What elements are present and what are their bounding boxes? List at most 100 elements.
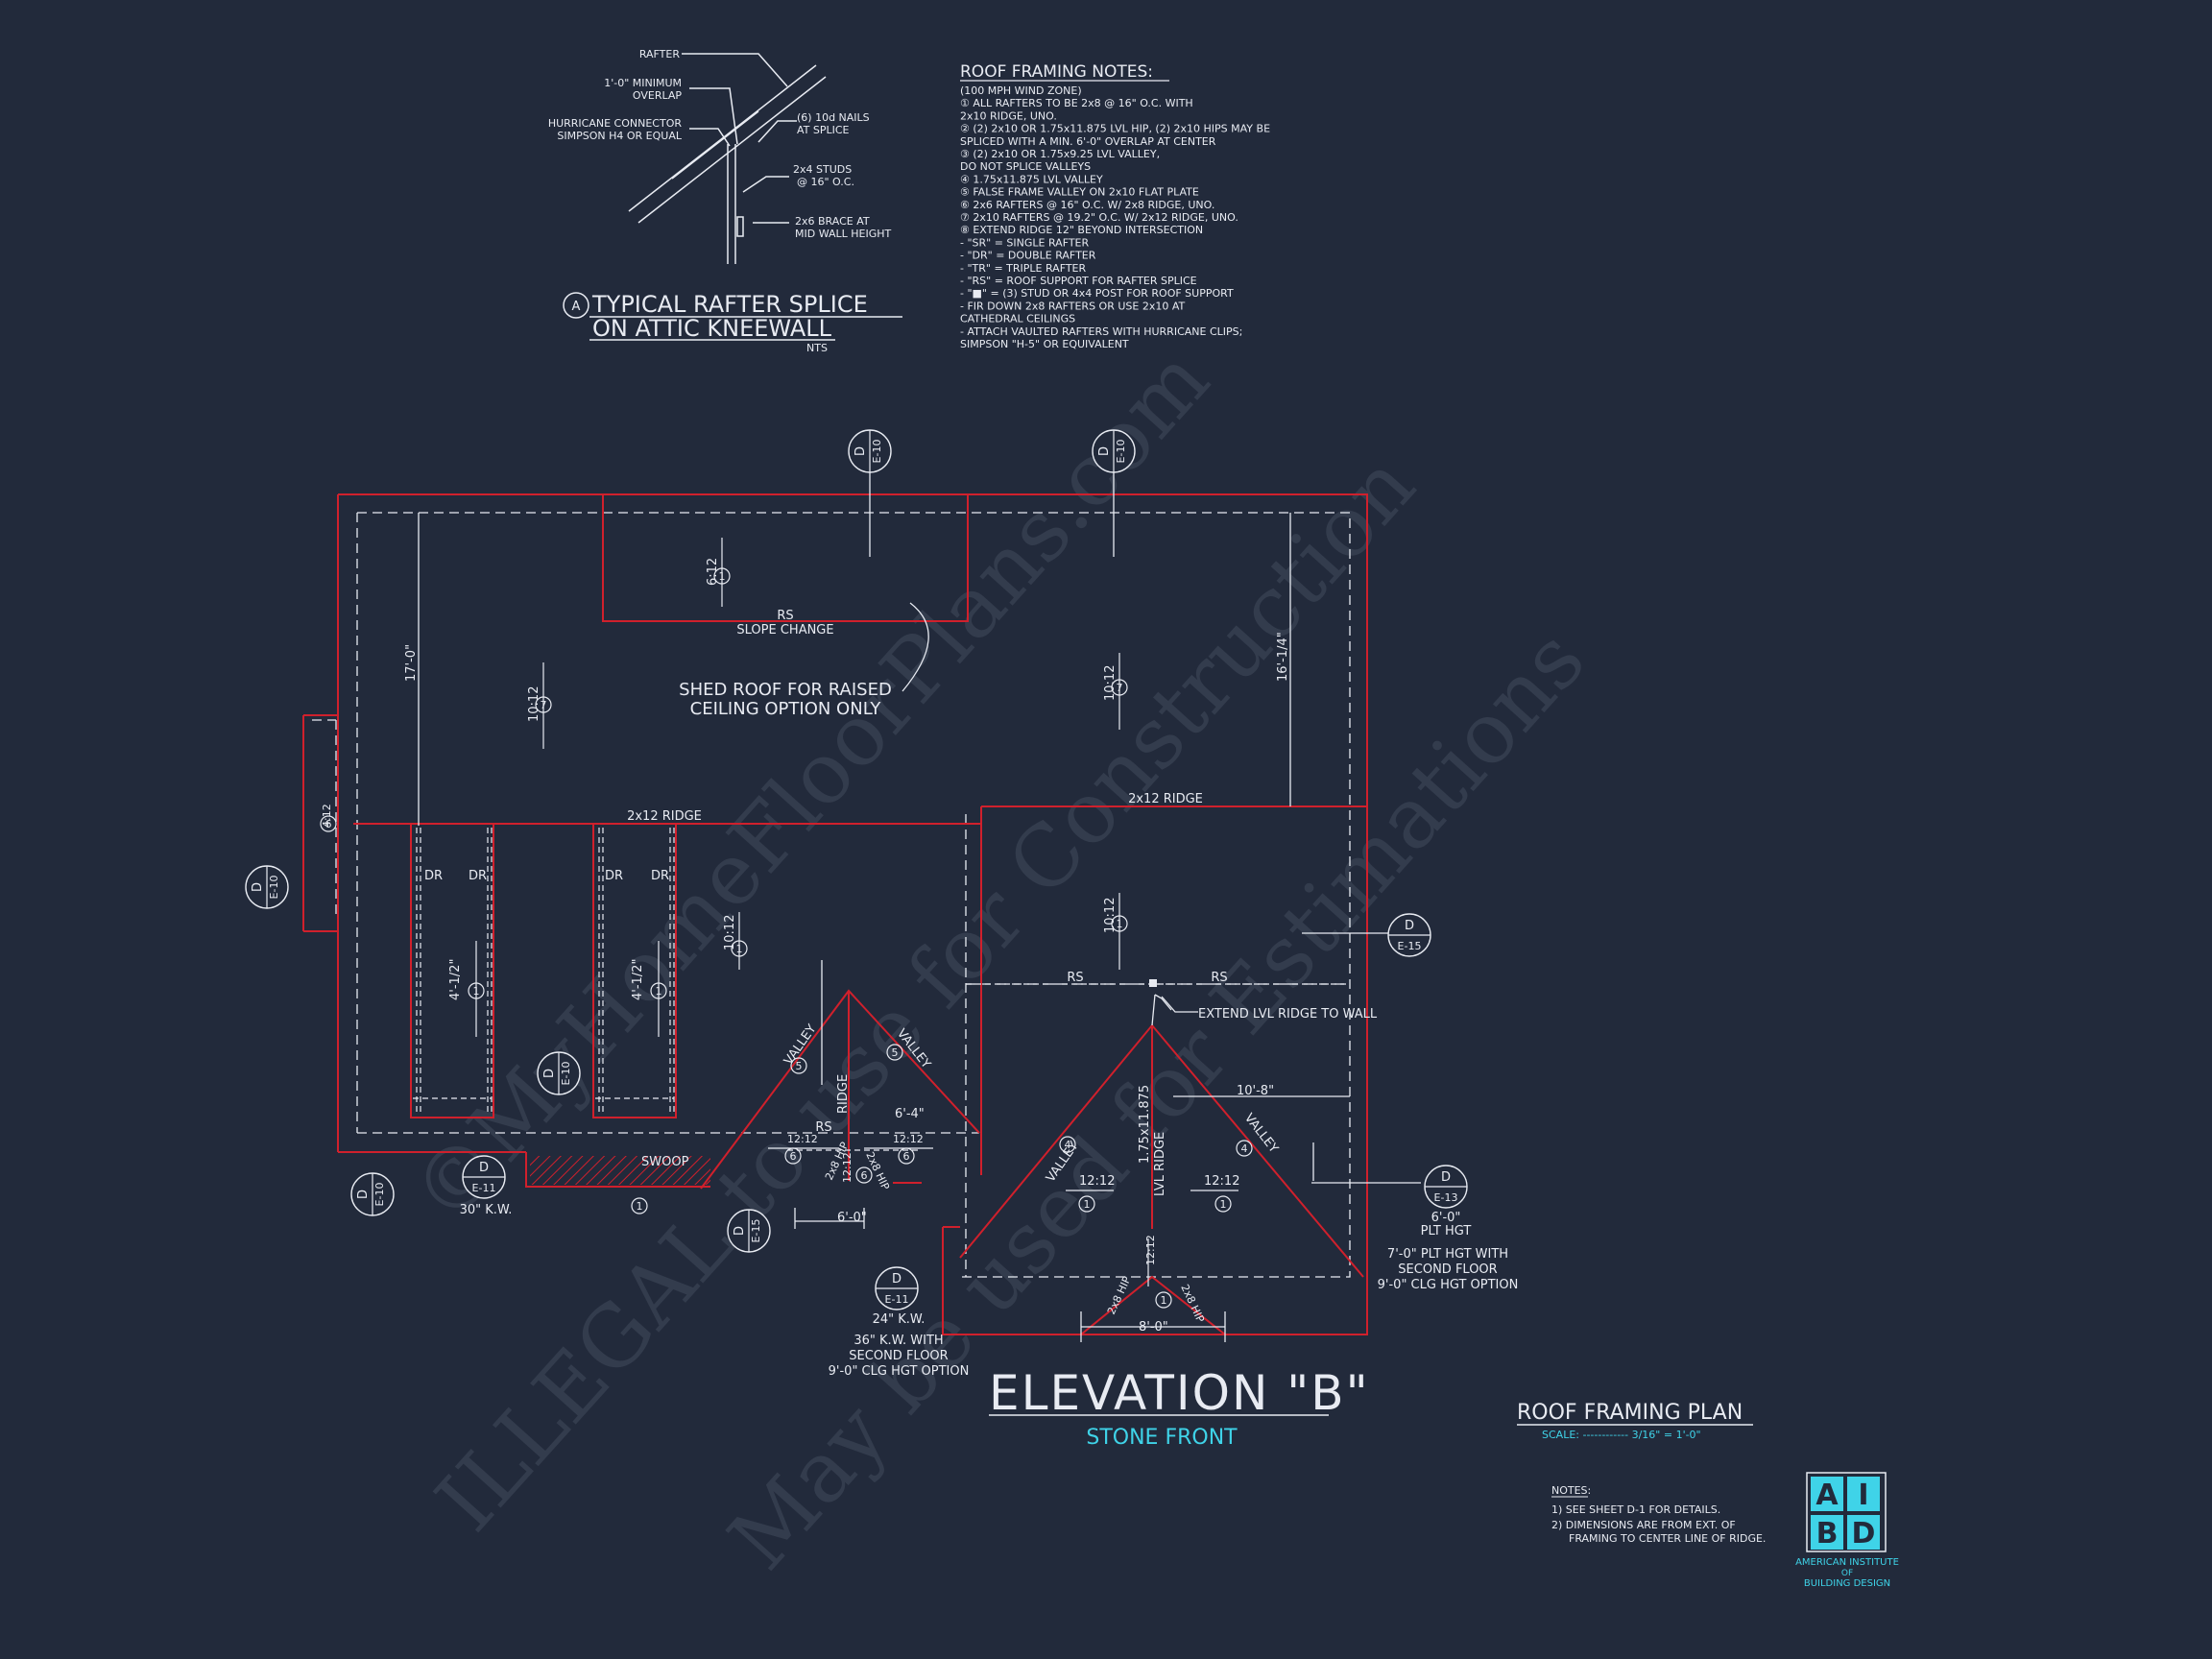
label-swoop: SWOOP xyxy=(641,1155,689,1169)
note-line: ③ (2) 2x10 OR 1.75x9.25 LVL VALLEY, xyxy=(960,148,1160,160)
pitch-10-mid: 10:12 xyxy=(1103,665,1118,701)
note-line: SIMPSON "H-5" OR EQUIVALENT xyxy=(960,338,1129,350)
note-line: ⑤ FALSE FRAME VALLEY ON 2x10 FLAT PLATE xyxy=(960,186,1199,199)
label-brace-2: MID WALL HEIGHT xyxy=(795,228,892,240)
note-marker-number: 5 xyxy=(892,1046,899,1059)
note-plt7-2: SECOND FLOOR xyxy=(1398,1262,1497,1277)
dim-17: 17'-0" xyxy=(404,644,419,682)
section-callout-sheet: E-10 xyxy=(268,876,280,900)
note-marker-circle xyxy=(713,567,731,585)
note-line: DO NOT SPLICE VALLEYS xyxy=(960,160,1091,173)
note-line: - ATTACH VAULTED RAFTERS WITH HURRICANE … xyxy=(960,325,1242,338)
note-line: - "RS" = ROOF SUPPORT FOR RAFTER SPLICE xyxy=(960,275,1197,287)
section-callout-letter: D xyxy=(892,1272,902,1286)
swoop-hatch xyxy=(530,1156,710,1185)
note-marker-number: 1 xyxy=(656,985,662,998)
logo-line-3: BUILDING DESIGN xyxy=(1804,1578,1890,1589)
note-line: ⑧ EXTEND RIDGE 12" BEYOND INTERSECTION xyxy=(960,224,1203,236)
note-marker-circle xyxy=(1236,1140,1253,1157)
footer-notes: NOTES: 1) SEE SHEET D-1 FOR DETAILS. 2) … xyxy=(1551,1484,1766,1545)
section-callout-sheet: E-13 xyxy=(1434,1191,1458,1204)
label-shed-2: CEILING OPTION ONLY xyxy=(690,699,882,719)
post-marker xyxy=(1149,979,1157,987)
label-lvl-ridge-2: LVL RIDGE xyxy=(1153,1132,1167,1196)
label-extend-lvl: EXTEND LVL RIDGE TO WALL xyxy=(1198,1007,1378,1022)
note-marker-circle xyxy=(1078,1195,1095,1213)
section-callout-sheet: E-15 xyxy=(1398,940,1422,952)
section-callout-letter: D xyxy=(1097,446,1112,456)
pitch-12-a: 12:12 xyxy=(787,1133,818,1145)
label-ridge-right: 2x12 RIDGE xyxy=(1128,792,1203,806)
footer-note-3: FRAMING TO CENTER LINE OF RIDGE. xyxy=(1569,1532,1766,1545)
splice-detail-labels: RAFTER 1'-0" MINIMUM OVERLAP HURRICANE C… xyxy=(548,48,892,240)
note-marker-circle xyxy=(1111,915,1128,932)
pitch-12-f: 12:12 xyxy=(1144,1235,1157,1265)
label-studs-2: @ 16" O.C. xyxy=(797,176,854,188)
note-marker-number: 1 xyxy=(1161,1294,1167,1307)
note-kw30: 30" K.W. xyxy=(460,1203,513,1217)
logo-letter-b: B xyxy=(1816,1517,1839,1551)
note-marker-circle xyxy=(1059,1136,1076,1153)
label-shed-1: SHED ROOF FOR RAISED xyxy=(679,680,892,700)
note-marker-circle xyxy=(898,1147,915,1165)
logo-letter-a: A xyxy=(1815,1479,1839,1512)
dim-6-0: 6'-0" xyxy=(837,1211,867,1225)
elevation-title-block: ELEVATION "B" STONE FRONT xyxy=(989,1365,1368,1450)
note-marker-number: 6 xyxy=(903,1150,910,1163)
aibd-logo: A I B D AMERICAN INSTITUTE OF BUILDING D… xyxy=(1795,1472,1899,1589)
plan-title-block: ROOF FRAMING PLAN SCALE: ------------ 3/… xyxy=(1517,1401,1753,1441)
plan-linework xyxy=(418,451,1421,1342)
label-rs-4: RS xyxy=(815,1120,831,1135)
section-callout-letter: D xyxy=(479,1161,489,1175)
note-line: 2x10 RIDGE, UNO. xyxy=(960,109,1057,122)
dim-4a: 4'-1/2" xyxy=(448,959,463,1000)
note-line: SPLICED WITH A MIN. 6'-0" OVERLAP AT CEN… xyxy=(960,135,1216,148)
logo-letter-i: I xyxy=(1858,1479,1868,1512)
label-dr-1: DR xyxy=(424,869,443,883)
dim-10-8: 10'-8" xyxy=(1237,1084,1274,1098)
note-line: - "■" = (3) STUD OR 4x4 POST FOR ROOF SU… xyxy=(960,287,1234,300)
label-studs-1: 2x4 STUDS xyxy=(793,163,852,176)
note-line: ② (2) 2x10 OR 1.75x11.875 LVL HIP, (2) 2… xyxy=(960,123,1270,135)
note-line: CATHEDRAL CEILINGS xyxy=(960,313,1075,325)
note-marker-number: 1 xyxy=(1084,1198,1091,1211)
label-brace-1: 2x6 BRACE AT xyxy=(795,215,870,228)
note-marker-number: 4 xyxy=(1065,1139,1071,1151)
note-line: - FIR DOWN 2x8 RAFTERS OR USE 2x10 AT xyxy=(960,300,1186,312)
note-marker-circle xyxy=(790,1057,807,1074)
note-line: (100 MPH WIND ZONE) xyxy=(960,84,1082,97)
plan-scale: SCALE: ------------ 3/16" = 1'-0" xyxy=(1542,1429,1701,1441)
elevation-subtitle: STONE FRONT xyxy=(1086,1426,1238,1450)
pitch-arrows xyxy=(475,538,1238,1286)
note-line: ④ 1.75x11.875 LVL VALLEY xyxy=(960,173,1103,185)
dim-8-0: 8'-0" xyxy=(1139,1320,1168,1334)
note-marker-circle xyxy=(535,696,552,713)
note-marker-number: 6 xyxy=(790,1150,797,1163)
logo-letter-d: D xyxy=(1852,1517,1876,1551)
label-ridge-left: 2x12 RIDGE xyxy=(627,809,702,824)
logo-cell-d xyxy=(1847,1515,1880,1550)
detail-title-1: TYPICAL RAFTER SPLICE xyxy=(591,291,868,318)
section-callout-sheet: E-11 xyxy=(885,1293,909,1306)
section-callout-sheet: E-11 xyxy=(472,1182,496,1194)
detail-scale: NTS xyxy=(806,342,828,354)
detail-marker: A xyxy=(572,300,581,314)
callout-notes: 30" K.W. 24" K.W. 36" K.W. WITH SECOND F… xyxy=(460,1203,1519,1379)
note-marker-circle xyxy=(468,982,485,999)
note-kw36-3: 9'-0" CLG HGT OPTION xyxy=(829,1364,970,1379)
roof-framing-notes: ROOF FRAMING NOTES: (100 MPH WIND ZONE)①… xyxy=(960,62,1270,350)
note-line: - "TR" = TRIPLE RAFTER xyxy=(960,262,1086,275)
note-marker-number: 6 xyxy=(325,818,332,830)
note-marker-number: 1 xyxy=(1117,918,1123,930)
note-marker-number: 1 xyxy=(473,985,480,998)
note-marker-circle xyxy=(855,1166,873,1184)
dim-4b: 4'-1/2" xyxy=(631,959,645,1000)
note-plt7-1: 7'-0" PLT HGT WITH xyxy=(1387,1247,1508,1262)
label-rs-3: RS xyxy=(1211,971,1227,985)
pitch-6-top: 6:12 xyxy=(706,558,720,586)
label-overlap-2: OVERLAP xyxy=(633,89,682,102)
note-marker-circle xyxy=(1111,679,1128,696)
